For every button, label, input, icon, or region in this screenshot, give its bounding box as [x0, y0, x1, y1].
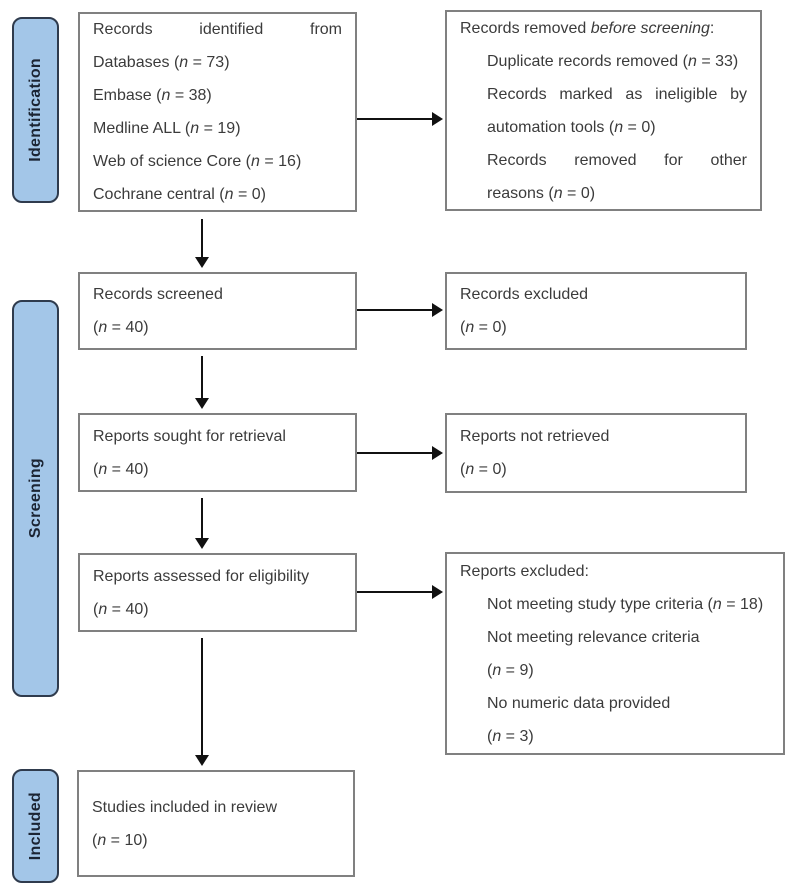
- arrow-down-sought-to-assessed-icon: [195, 498, 209, 549]
- text-line: (n = 3): [487, 727, 534, 745]
- arrow-down-identified-to-screened-icon: [195, 219, 209, 268]
- text-line: Cochrane central (n = 0): [93, 186, 266, 203]
- text-line: Web of science Core (n = 16): [93, 153, 302, 170]
- text-line: Reports excluded:: [460, 562, 589, 580]
- text-line: (n = 40): [93, 460, 149, 478]
- box-reports-not-retrieved: Reports not retrieved (n = 0): [445, 413, 747, 493]
- text-line: Records marked as ineligible by: [487, 85, 747, 103]
- arrow-right-assessed-to-reports-excluded-icon: [357, 585, 443, 599]
- text-line: Records identified from: [93, 21, 342, 38]
- stage-label-included-text: Included: [26, 791, 44, 861]
- text-line: (n = 40): [93, 319, 149, 336]
- text-line: (n = 0): [460, 461, 507, 478]
- text-line: No numeric data provided: [487, 694, 671, 712]
- box-records-removed-before-screening: Records removed before screening: Duplica…: [445, 10, 762, 211]
- arrow-right-sought-to-not-retrieved-icon: [357, 446, 443, 460]
- box-studies-included-in-review: Studies included in review (n = 10): [77, 770, 355, 877]
- text-line: (n = 40): [93, 600, 149, 618]
- stage-label-screening: Screening: [12, 300, 59, 697]
- arrow-down-screened-to-sought-icon: [195, 356, 209, 409]
- box-records-excluded: Records excluded (n = 0): [445, 272, 747, 350]
- text-line: Not meeting study type criteria (n = 18): [487, 595, 764, 613]
- box-records-screened: Records screened (n = 40): [78, 272, 357, 350]
- arrow-down-assessed-to-included-icon: [195, 638, 209, 766]
- text-line: reasons (n = 0): [487, 184, 596, 202]
- arrow-right-screened-to-excluded-icon: [357, 303, 443, 317]
- text-line: Reports sought for retrieval: [93, 427, 286, 445]
- text-line: (n = 0): [460, 319, 507, 336]
- text-line: Medline ALL (n = 19): [93, 120, 241, 137]
- text-line: Reports assessed for eligibility: [93, 567, 310, 585]
- text-line: Reports not retrieved: [460, 428, 610, 445]
- text-line: Databases (n = 73): [93, 54, 230, 71]
- text-line: (n = 9): [487, 661, 534, 679]
- stage-label-screening-text: Screening: [26, 458, 44, 539]
- text-line: Records removed before screening:: [460, 19, 715, 37]
- box-reports-excluded: Reports excluded: Not meeting study type …: [445, 552, 785, 755]
- text-line: Embase (n = 38): [93, 87, 212, 104]
- text-line: Duplicate records removed (n = 33): [487, 52, 739, 70]
- text-line: Studies included in review: [92, 798, 277, 816]
- text-line: Records removed for other: [487, 151, 747, 169]
- text-line: automation tools (n = 0): [487, 118, 656, 136]
- stage-label-identification-text: Identification: [26, 58, 44, 162]
- text-line: Records excluded: [460, 286, 589, 303]
- box-reports-sought-for-retrieval: Reports sought for retrieval (n = 40): [78, 413, 357, 492]
- text-line: Records screened: [93, 286, 223, 303]
- text-line: (n = 10): [92, 831, 148, 849]
- stage-label-identification: Identification: [12, 17, 59, 203]
- arrow-right-identified-to-removed-icon: [357, 112, 443, 126]
- box-reports-assessed-for-eligibility: Reports assessed for eligibility (n = 40): [78, 553, 357, 632]
- text-line: Not meeting relevance criteria: [487, 628, 700, 646]
- stage-label-included: Included: [12, 769, 59, 883]
